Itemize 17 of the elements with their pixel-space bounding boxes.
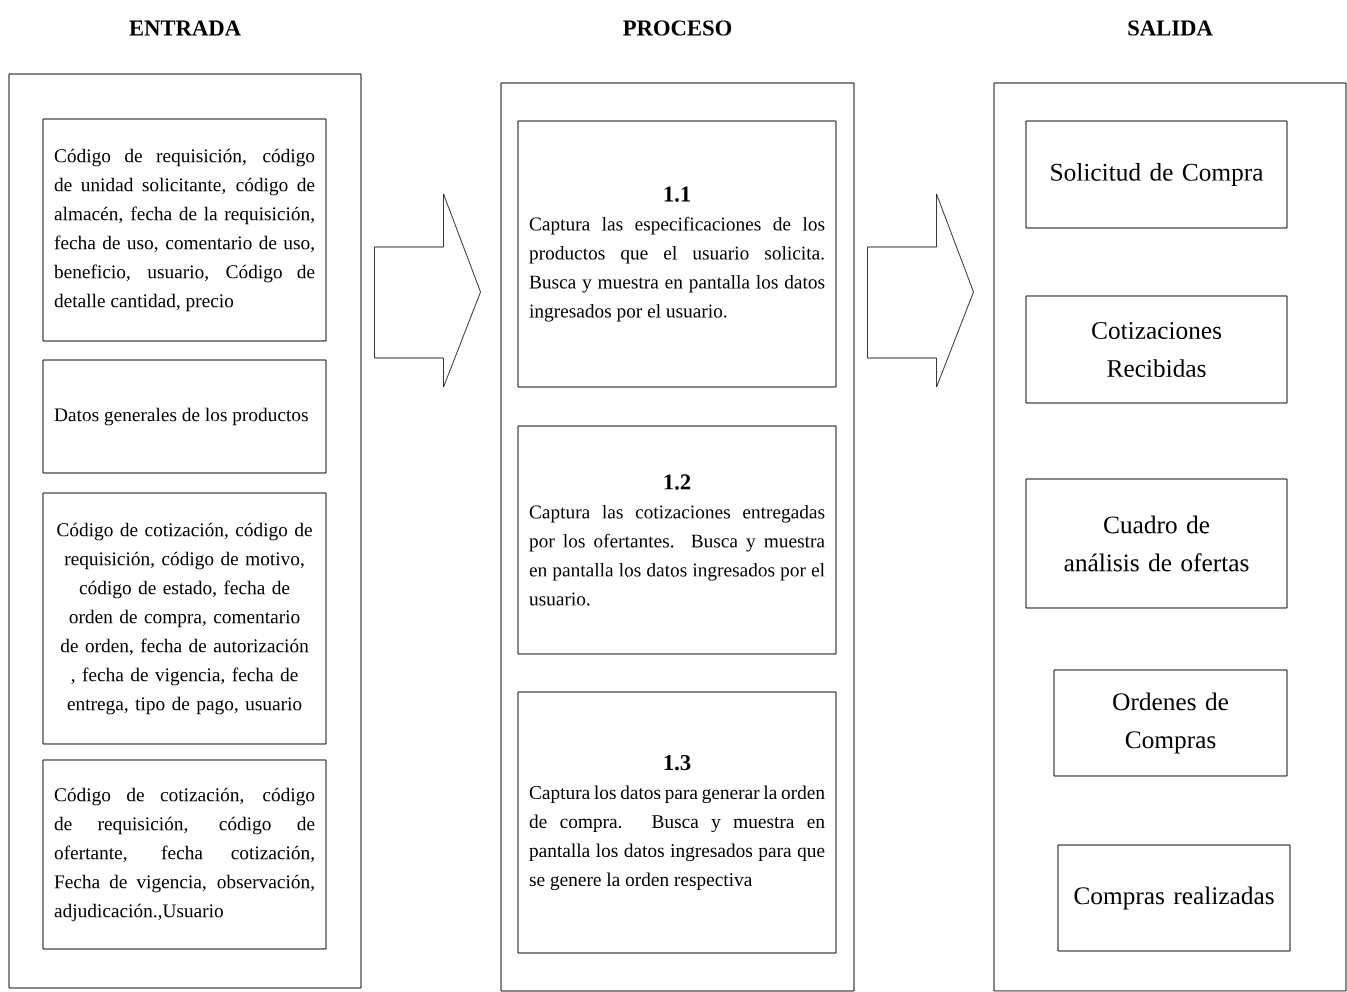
data-box: Código de requisición, código de unidad solicitante, código de almacén, fecha de la requisición, fecha de uso, comentario de uso, beneficio, usuario, Código de detalle cantidad, precio xyxy=(42,118,327,342)
output-box: Ordenes de Compras xyxy=(1053,669,1288,777)
process-box: 1.3 Captura los datos para generar la orden de compra. Busca y muestra en pantalla los datos ingresados para que se genere la orden respectiva xyxy=(517,691,837,954)
process-box: 1.2 Captura las cotizaciones entregadas por los ofertantes. Busca y muestra en pantalla los datos ingresados por el usuario. xyxy=(517,425,837,655)
block-arrow xyxy=(867,193,974,388)
output-box: Compras realizadas xyxy=(1057,844,1291,952)
block-arrow xyxy=(374,193,481,388)
column-heading: PROCESO xyxy=(623,20,732,36)
process-box: 1.1 Captura las especificaciones de los productos que el usuario solicita. Busca y muestra en pantalla los datos ingresados por el usuario. xyxy=(517,120,837,388)
output-box: Solicitud de Compra xyxy=(1025,120,1288,229)
output-box: Cotizaciones Recibidas xyxy=(1025,295,1288,404)
output-box: Cuadro de análisis de ofertas xyxy=(1025,478,1288,609)
data-box: Código de cotización, código de requisición, código de motivo, código de estado, fecha de orden de compra, comentario de orden, fecha de autorización , fecha de vigencia, fecha de entrega, tipo de pago, usuario xyxy=(42,492,327,745)
data-box: Código de cotización, código de requisición, código de ofertante, fecha cotización, Fecha de vigencia, observación, adjudicación.,Usuario xyxy=(42,759,327,950)
column-heading: SALIDA xyxy=(1128,20,1213,36)
data-box: Datos generales de los productos xyxy=(42,359,327,474)
column-heading: ENTRADA xyxy=(129,20,241,36)
